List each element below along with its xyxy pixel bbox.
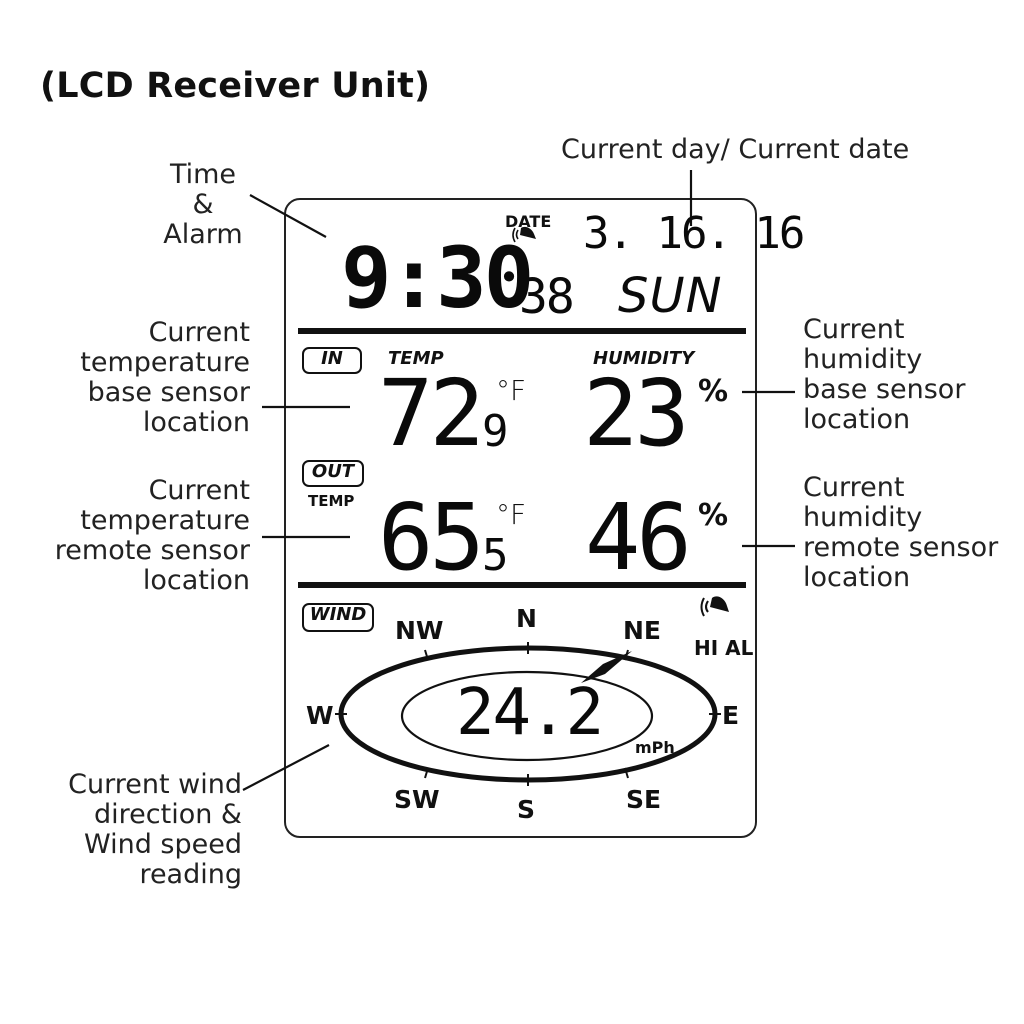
indoor-humidity-label: HUMIDITY — [593, 348, 695, 369]
callout-line: Current — [148, 317, 250, 348]
callout-line: Alarm — [163, 219, 243, 250]
compass-label-n: N — [516, 604, 537, 633]
callout-line: humidity — [803, 344, 923, 375]
callout-time-alarm: Time & Alarm — [148, 160, 258, 250]
indoor-badge: IN — [302, 347, 362, 374]
callout-line: Wind speed — [83, 829, 242, 860]
diagram-title: (LCD Receiver Unit) — [40, 66, 431, 106]
callout-indoor-humidity: Current humidity base sensor location — [803, 315, 965, 435]
callout-line: Time — [169, 159, 237, 190]
callout-line: humidity — [803, 502, 923, 533]
callout-line: base sensor — [87, 377, 250, 408]
compass-label-nw: NW — [395, 616, 444, 645]
callout-outdoor-temp: Current temperature remote sensor locati… — [30, 476, 250, 596]
indoor-temp-unit: °F — [496, 374, 527, 407]
compass-label-ne: NE — [623, 616, 662, 645]
callout-line: location — [142, 407, 250, 438]
divider-bar-top — [298, 328, 746, 334]
wind-speed-value: 24.2 — [456, 676, 604, 750]
outdoor-badge: OUT — [302, 460, 364, 487]
date-display: 3. 16. 16 — [583, 208, 805, 259]
callout-line: location — [142, 565, 250, 596]
outdoor-humidity-value: 46 — [585, 484, 692, 591]
time-display: 9:30 — [341, 229, 534, 327]
speed-inner-ring — [400, 670, 654, 762]
callout-outdoor-humidity: Current humidity remote sensor location — [803, 473, 998, 593]
outdoor-temp-value: 65 — [378, 484, 485, 591]
callout-line: location — [803, 404, 911, 435]
day-display: SUN — [618, 268, 723, 324]
indoor-humidity-unit: % — [698, 374, 729, 409]
wind-badge: WIND — [302, 603, 374, 632]
wind-speed-unit: mPh — [635, 738, 675, 757]
alarm-bell-icon — [512, 226, 536, 243]
compass-label-e: E — [722, 701, 740, 730]
callout-line: location — [803, 562, 911, 593]
callout-line: Current wind — [68, 769, 242, 800]
callout-wind: Current wind direction & Wind speed read… — [30, 770, 242, 890]
compass-label-w: W — [306, 701, 334, 730]
outdoor-humidity-unit: % — [698, 498, 729, 533]
callout-line: Current — [803, 472, 905, 503]
outdoor-temp-label: TEMP — [308, 492, 355, 510]
compass-label-s: S — [517, 795, 536, 824]
callout-line: & — [192, 189, 214, 220]
callout-line: remote sensor — [54, 535, 250, 566]
wind-alarm-label: HI AL — [694, 636, 754, 660]
compass-label-sw: SW — [394, 785, 440, 814]
tick-se — [624, 767, 629, 779]
wind-alarm-bell-icon — [700, 596, 729, 617]
outdoor-temp-unit: °F — [496, 498, 527, 531]
wind-direction-pointer-icon — [581, 651, 632, 683]
compass-label-se: SE — [626, 785, 662, 814]
lcd-display-frame — [284, 198, 757, 838]
callout-indoor-temp: Current temperature base sensor location — [40, 318, 250, 438]
tick-nw — [424, 649, 429, 661]
callout-line: Current — [803, 314, 905, 345]
time-seconds: 38 — [519, 269, 575, 325]
callout-line: Current — [148, 475, 250, 506]
callout-line: remote sensor — [803, 532, 999, 563]
indoor-temp-label: TEMP — [388, 348, 444, 369]
indoor-humidity-value: 23 — [583, 360, 690, 467]
callout-line: direction & — [94, 799, 242, 830]
callout-line: temperature — [80, 347, 250, 378]
divider-bar-bottom — [298, 582, 746, 588]
callout-line: reading — [139, 859, 242, 890]
date-label: DATE — [505, 212, 552, 231]
tick-sw — [424, 767, 429, 779]
leader-line-time — [249, 194, 327, 238]
indoor-temp-decimal: 9 — [482, 406, 509, 457]
outdoor-temp-decimal: 5 — [482, 530, 509, 581]
indoor-temp-value: 72 — [378, 360, 485, 467]
callout-line: base sensor — [803, 374, 966, 405]
callout-line: temperature — [80, 505, 250, 536]
callout-day-date: Current day/ Current date — [561, 134, 910, 165]
leader-line-wind — [242, 744, 330, 791]
